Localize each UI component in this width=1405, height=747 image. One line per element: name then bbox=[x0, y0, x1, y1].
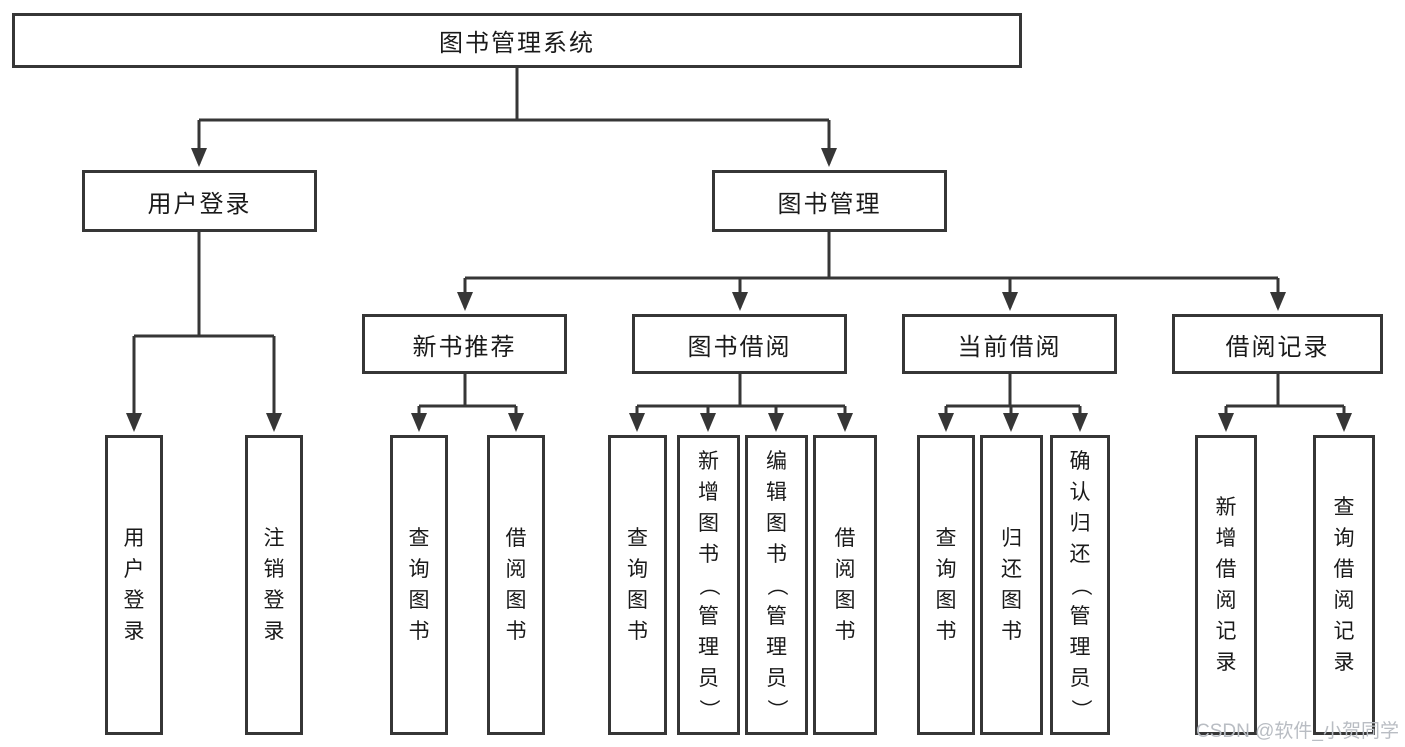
leaf-return-book: 归还图书 bbox=[980, 435, 1043, 735]
node-new-book-recommendation: 新书推荐 bbox=[362, 314, 567, 374]
leaf-add-borrow-record-label: 新增借阅记录 bbox=[1215, 496, 1237, 674]
leaf-user-login: 用户登录 bbox=[105, 435, 163, 735]
leaf-add-book-admin-label: 新增图书（管理员） bbox=[697, 449, 720, 720]
leaf-add-borrow-record: 新增借阅记录 bbox=[1195, 435, 1257, 735]
leaf-edit-book-admin: 编辑图书（管理员） bbox=[745, 435, 808, 735]
leaf-borrow-books-recommend: 借阅图书 bbox=[487, 435, 545, 735]
node-borrowing-records: 借阅记录 bbox=[1172, 314, 1383, 374]
leaf-query-books-recommend: 查询图书 bbox=[390, 435, 448, 735]
leaf-query-books-recommend-label: 查询图书 bbox=[408, 527, 430, 643]
leaf-query-books-borrowing-label: 查询图书 bbox=[627, 527, 648, 643]
leaf-query-borrow-record: 查询借阅记录 bbox=[1313, 435, 1375, 735]
leaf-query-books-current: 查询图书 bbox=[917, 435, 975, 735]
leaf-logout-label: 注销登录 bbox=[263, 527, 285, 643]
node-book-borrowing: 图书借阅 bbox=[632, 314, 847, 374]
leaf-confirm-return-admin-label: 确认归还（管理员） bbox=[1068, 449, 1092, 720]
leaf-query-books-borrowing: 查询图书 bbox=[608, 435, 667, 735]
leaf-user-login-label: 用户登录 bbox=[123, 527, 145, 643]
watermark: CSDN @软件_小贺同学 bbox=[1196, 721, 1399, 742]
leaf-borrow-books-borrowing-label: 借阅图书 bbox=[834, 527, 856, 643]
leaf-add-book-admin: 新增图书（管理员） bbox=[677, 435, 740, 735]
leaf-confirm-return-admin: 确认归还（管理员） bbox=[1050, 435, 1110, 735]
node-current-borrowing: 当前借阅 bbox=[902, 314, 1117, 374]
leaf-query-books-current-label: 查询图书 bbox=[935, 527, 957, 643]
leaf-return-book-label: 归还图书 bbox=[1001, 527, 1022, 643]
leaf-logout: 注销登录 bbox=[245, 435, 303, 735]
leaf-borrow-books-borrowing: 借阅图书 bbox=[813, 435, 877, 735]
node-book-management: 图书管理 bbox=[712, 170, 947, 232]
leaf-edit-book-admin-label: 编辑图书（管理员） bbox=[765, 449, 788, 720]
leaf-query-borrow-record-label: 查询借阅记录 bbox=[1333, 496, 1355, 674]
node-user-login: 用户登录 bbox=[82, 170, 317, 232]
node-root: 图书管理系统 bbox=[12, 13, 1022, 68]
leaf-borrow-books-recommend-label: 借阅图书 bbox=[505, 527, 527, 643]
